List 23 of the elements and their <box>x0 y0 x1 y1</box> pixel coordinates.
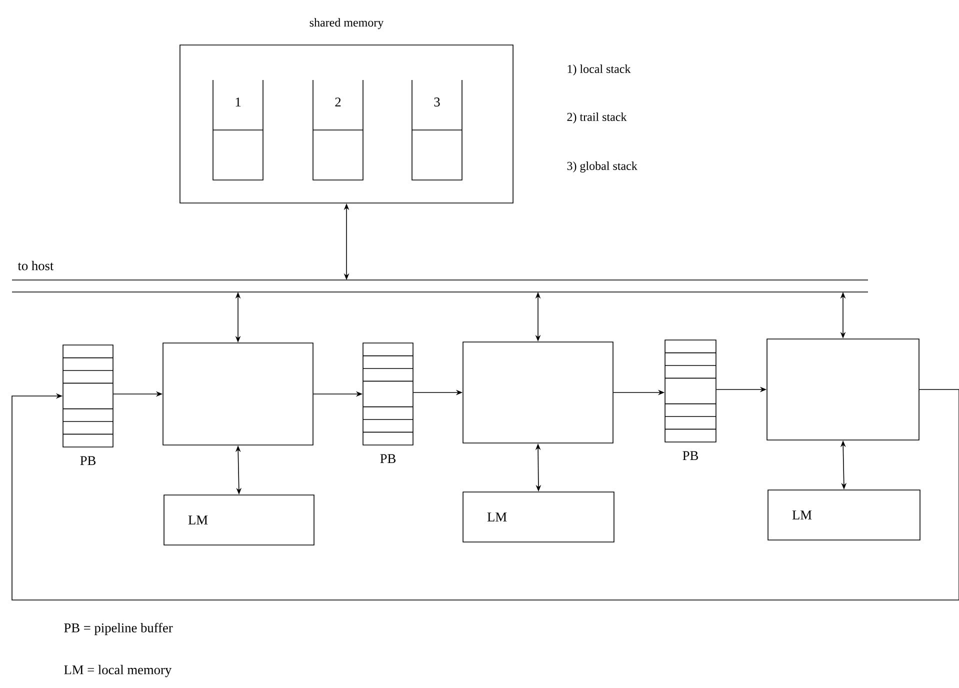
arrow <box>12 389 959 600</box>
memory-box: LM <box>164 494 314 546</box>
note-text: 1) local stack <box>568 64 631 76</box>
node-label: shared memory <box>310 18 384 30</box>
stack-drawing: 2 <box>312 80 364 180</box>
note-text: 2) trail stack <box>567 112 627 124</box>
stack-drawing: 3 <box>412 80 462 180</box>
memory-box: LM <box>462 492 614 542</box>
stack-drawing: 1 <box>212 80 264 180</box>
processor-box <box>766 338 920 440</box>
node-label: PB <box>80 456 96 466</box>
processor-box <box>162 342 314 446</box>
memory-box: LM <box>768 490 920 540</box>
pipeline-buffer: PB <box>362 342 414 463</box>
note-text: PB = pipeline buffer <box>64 622 173 636</box>
node-label: PB <box>380 454 396 464</box>
note-text: 3) global stack <box>567 162 638 172</box>
pipeline-buffer: PB <box>664 340 716 460</box>
node-label: PB <box>682 451 698 460</box>
pipeline-buffer: PB <box>62 344 114 465</box>
processor-box <box>462 342 614 444</box>
bus-label: to host <box>18 260 54 270</box>
note-text: LM = local memory <box>64 664 172 678</box>
